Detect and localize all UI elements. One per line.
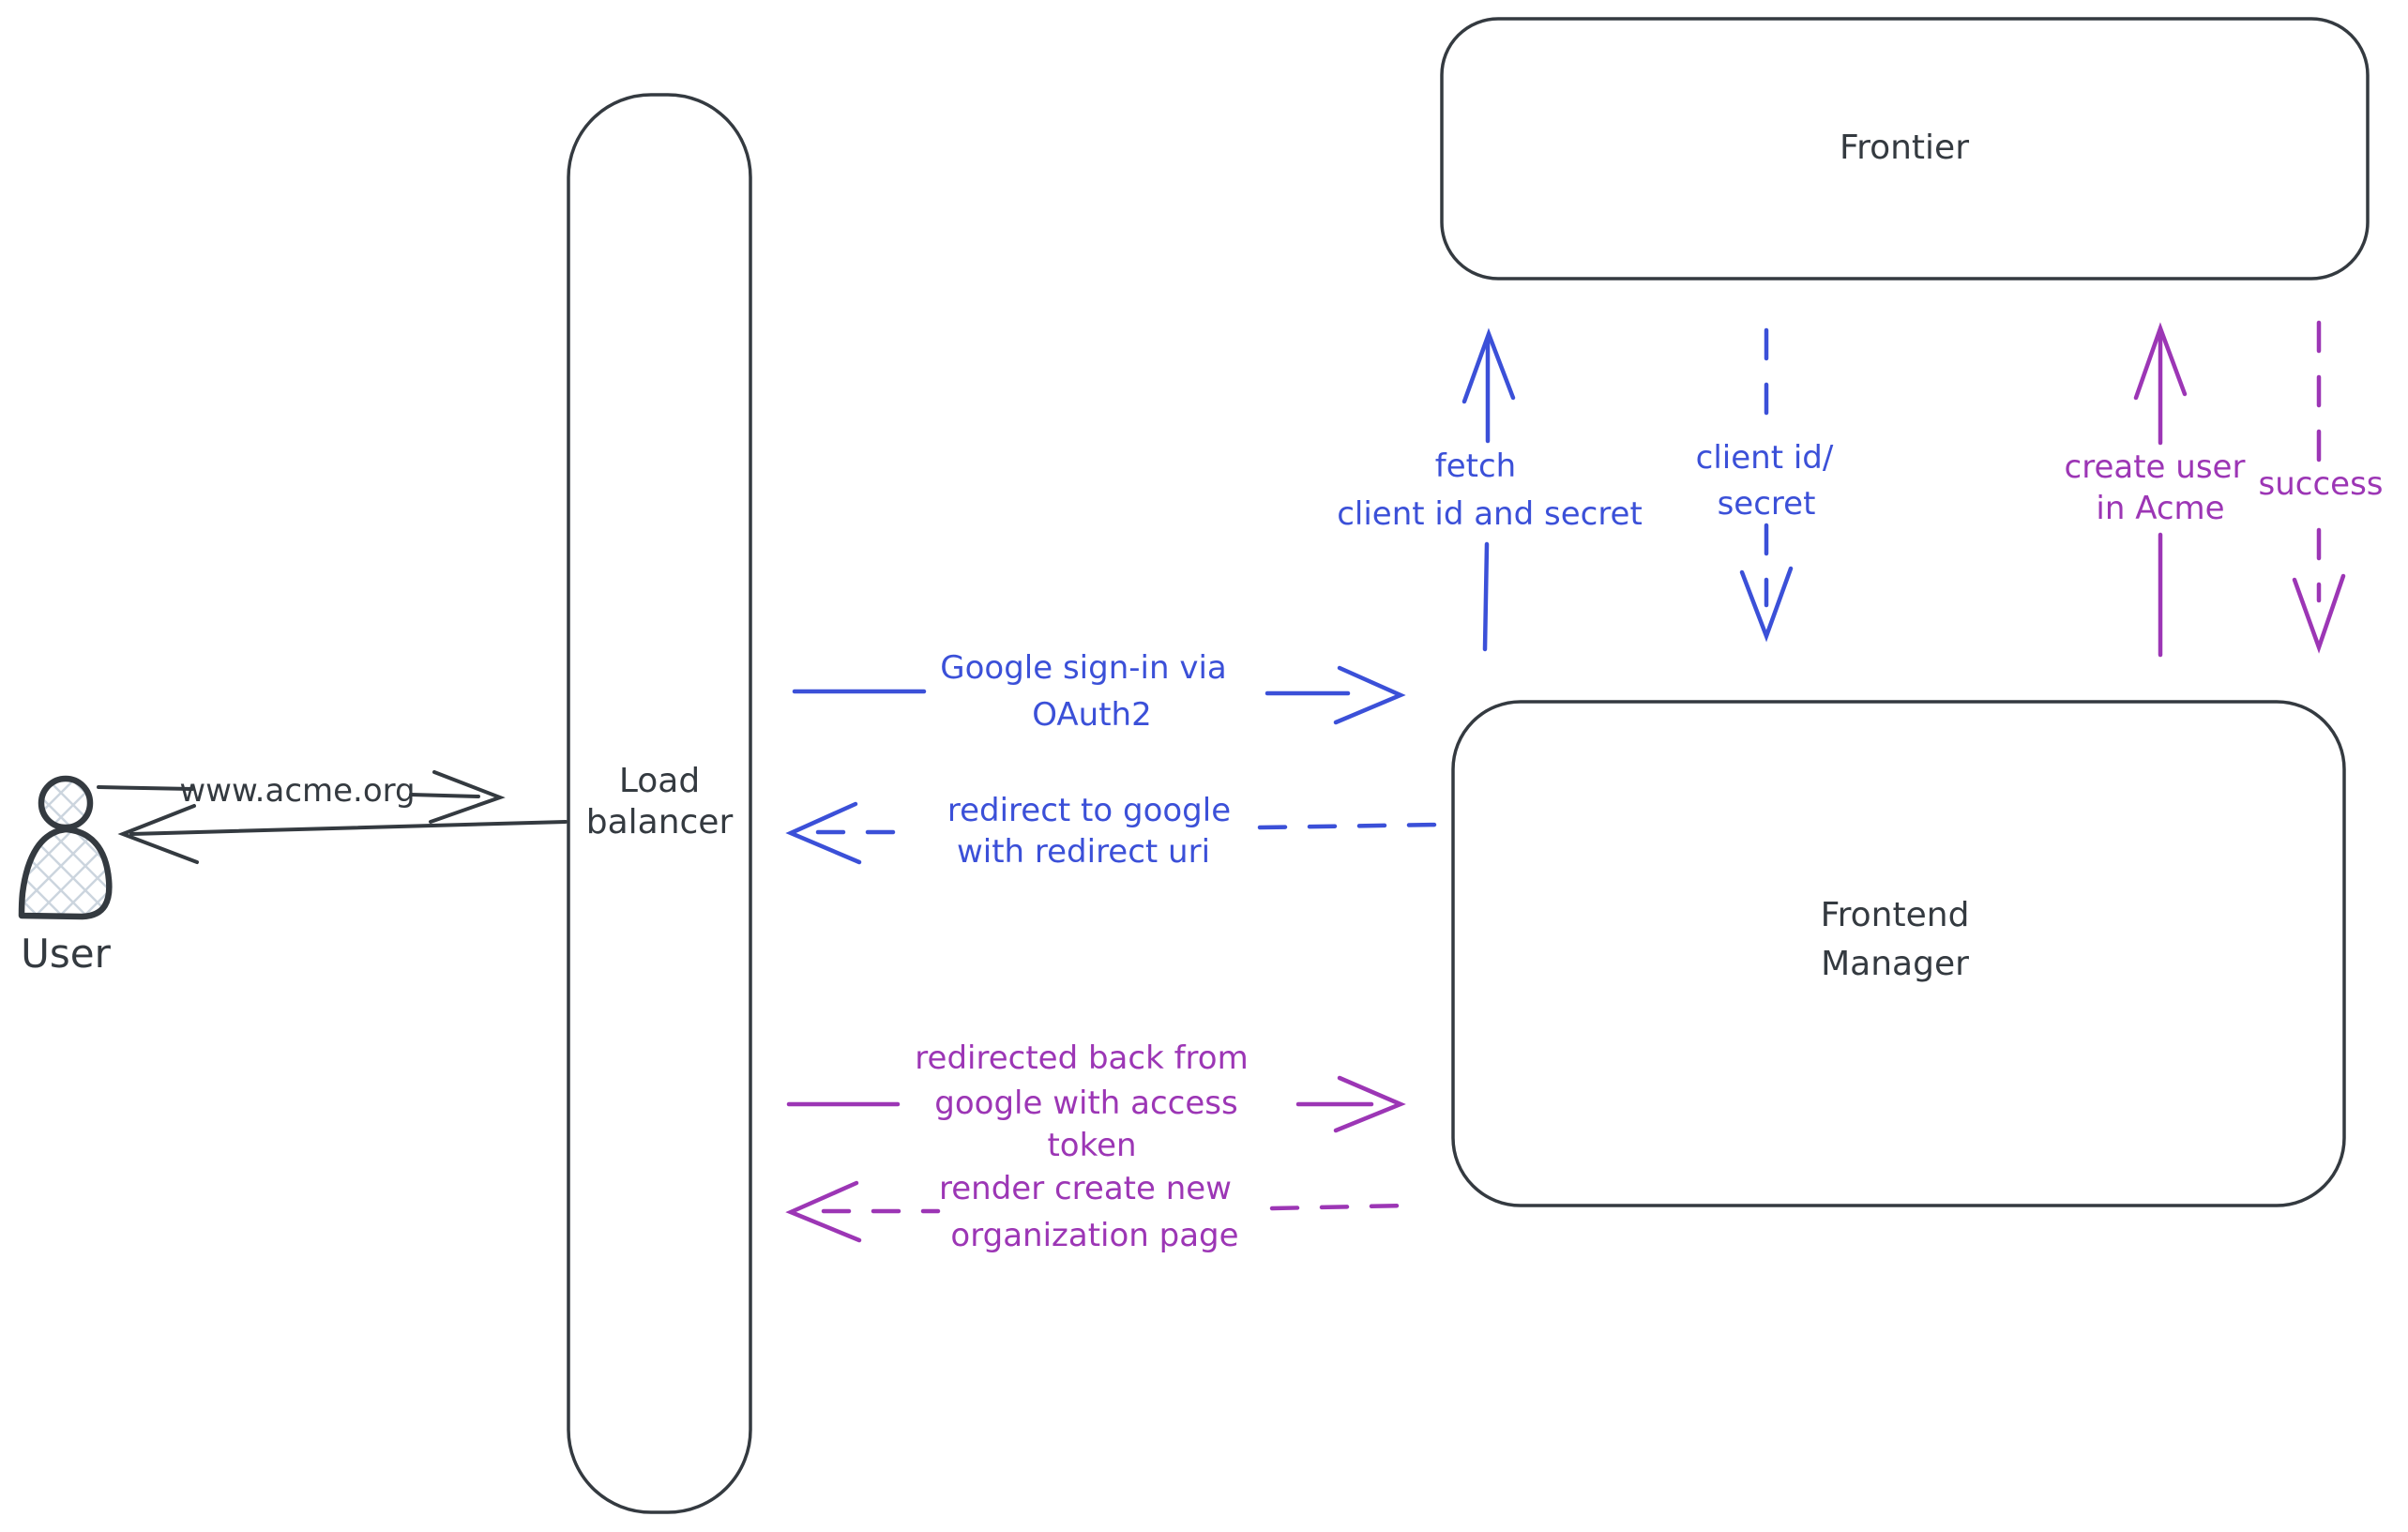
edge-label-redirected-back-3: token (1047, 1127, 1137, 1164)
arrow-redirected-back (786, 1075, 1406, 1133)
arrow-clientid-head (1739, 566, 1794, 643)
edge-label-client-id-2: secret (1717, 485, 1816, 523)
load-balancer-box (567, 93, 752, 1514)
arrow-redirected-back-head (1333, 1075, 1406, 1133)
edge-label-www-acme: www.acme.org (179, 772, 416, 810)
arrow-www-acme-line-left (97, 785, 194, 791)
person-body (18, 826, 113, 920)
edge-label-client-id-1: client id/ (1695, 439, 1834, 477)
edge-label-fetch-secret-1: fetch (1434, 447, 1517, 485)
edge-label-google-signin-1: Google sign-in via (940, 649, 1227, 687)
frontend-manager-label-2: Manager (1821, 945, 1969, 983)
edge-label-create-user-2: in Acme (2096, 490, 2225, 527)
edge-label-create-user-1: create user (2064, 448, 2246, 486)
arrow-redirect-dashes-right (1257, 822, 1441, 830)
arrow-response-line (129, 820, 568, 836)
arrow-fetch-shaft-bottom (1482, 541, 1490, 652)
arrow-render-page (785, 1180, 1410, 1243)
arrow-redirect-head (785, 801, 862, 865)
edge-label-google-signin-2: OAuth2 (1032, 696, 1152, 734)
frontend-manager-box (1451, 700, 2346, 1207)
arrow-success (2292, 320, 2346, 654)
edge-label-render-page-1: render create new (939, 1170, 1232, 1207)
arrow-create-user-head (2133, 322, 2188, 401)
arrow-google-signin (792, 665, 1406, 725)
arrow-render-head (785, 1180, 862, 1243)
user-label: User (21, 931, 111, 977)
arrow-www-acme-line-right (409, 793, 480, 798)
arrow-client-id-secret (1739, 327, 1794, 643)
edge-label-fetch-secret-2: client id and secret (1337, 495, 1643, 533)
arrow-fetch-head (1461, 327, 1516, 404)
frontend-manager-label-1: Frontend (1820, 896, 1970, 934)
arrow-render-dashes-right (1269, 1203, 1410, 1211)
arrow-create-user (2133, 322, 2188, 658)
load-balancer-label-1: Load (618, 762, 701, 800)
user-person-icon (18, 775, 113, 920)
frontier-box (1440, 17, 2370, 281)
edge-label-render-page-2: organization page (950, 1217, 1239, 1254)
edge-label-redirect-google-2: with redirect uri (956, 833, 1211, 871)
edge-label-redirect-google-1: redirect to google (947, 792, 1232, 829)
edge-label-success: success (2258, 465, 2384, 503)
arrow-fetch-secret (1461, 327, 1516, 652)
load-balancer-label-2: balancer (585, 803, 734, 842)
arrow-response-head (117, 804, 199, 864)
person-head (38, 775, 94, 831)
arrow-www-acme-head (429, 770, 506, 824)
arrow-google-signin-head (1333, 665, 1406, 725)
arrow-success-head (2292, 573, 2346, 654)
arrow-response-to-user (117, 804, 568, 864)
edge-label-redirected-back-1: redirected back from (915, 1039, 1249, 1077)
frontier-label: Frontier (1839, 129, 1970, 167)
arrow-www-acme (97, 770, 506, 824)
arrow-redirect-google (785, 801, 1441, 865)
edge-label-redirected-back-2: google with access (934, 1085, 1238, 1122)
